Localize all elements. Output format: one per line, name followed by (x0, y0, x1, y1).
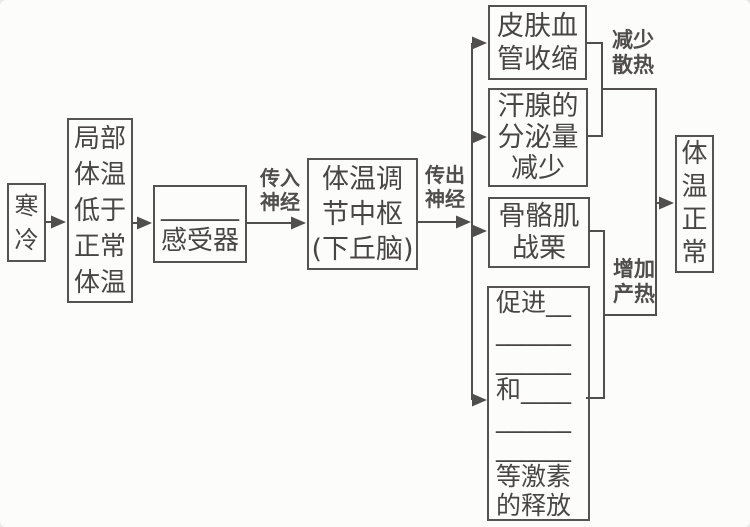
receptor-box: ______ 感受器 (153, 185, 247, 263)
normal-temp-box: 体 温 正 常 (675, 135, 714, 273)
bracket-reduce-heat (587, 42, 603, 137)
efferent-nerve-label: 传出 神经 (425, 163, 465, 211)
reduce-heat-loss-label: 减少 散热 (612, 28, 654, 77)
afferent-nerve-label: 传入 神经 (260, 166, 300, 214)
local-temp-box: 局部 体温 低于 正常 体温 (67, 118, 133, 303)
skeletal-muscle-box: 骨骼肌 战栗 (488, 197, 590, 268)
increase-heat-production-label: 增加 产热 (613, 257, 655, 306)
link-reduce-heat (602, 88, 657, 203)
skin-vessel-box: 皮肤血 管收缩 (488, 5, 587, 80)
sweat-gland-box: 汗腺的 分泌量 减少 (488, 88, 588, 187)
regulation-center-box: 体温调 节中枢 (下丘脑) (307, 158, 418, 270)
cold-box: 寒 冷 (7, 183, 46, 262)
link-increase-heat (604, 203, 657, 316)
hormone-release-box: 促进__ ______ ______ 和____ ______ ______ 等… (487, 286, 590, 521)
